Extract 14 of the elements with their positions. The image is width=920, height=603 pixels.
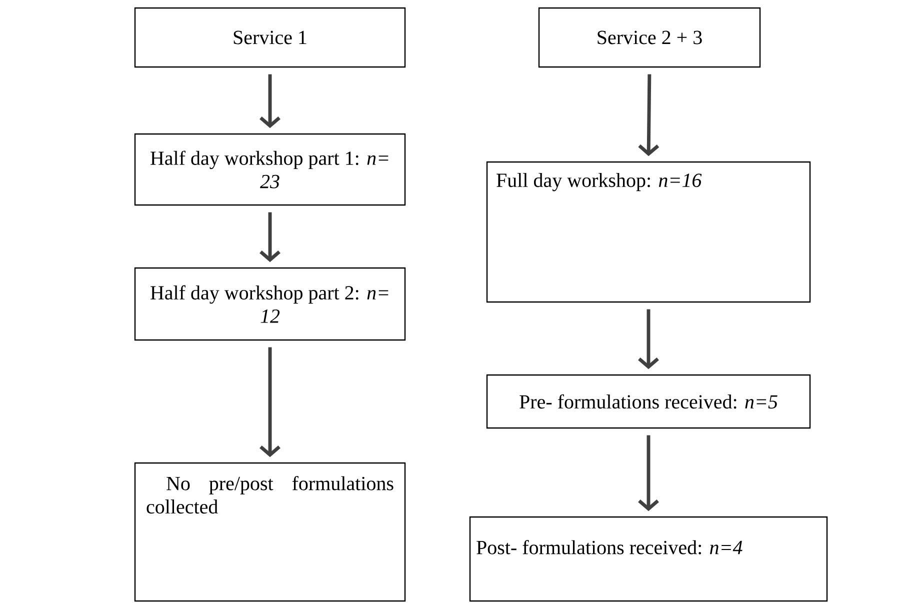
arrow: [638, 435, 659, 512]
process-box: Half day workshop part 2: n= 12: [134, 267, 406, 341]
process-box: Post- formulations received: n=4: [469, 516, 828, 602]
process-box: Service 2 + 3: [538, 7, 761, 68]
process-box: Service 1: [134, 7, 406, 68]
arrow: [260, 347, 280, 458]
process-box: Pre- formulations received: n=5: [486, 374, 811, 429]
process-box: Full day workshop: n=16: [486, 161, 811, 303]
arrow: [638, 309, 659, 370]
process-box: Half day workshop part 1: n= 23: [134, 133, 406, 206]
process-box: No pre/post formulations collected: [134, 462, 406, 602]
arrow: [260, 74, 280, 128]
arrow: [260, 212, 280, 262]
arrow: [638, 74, 660, 156]
